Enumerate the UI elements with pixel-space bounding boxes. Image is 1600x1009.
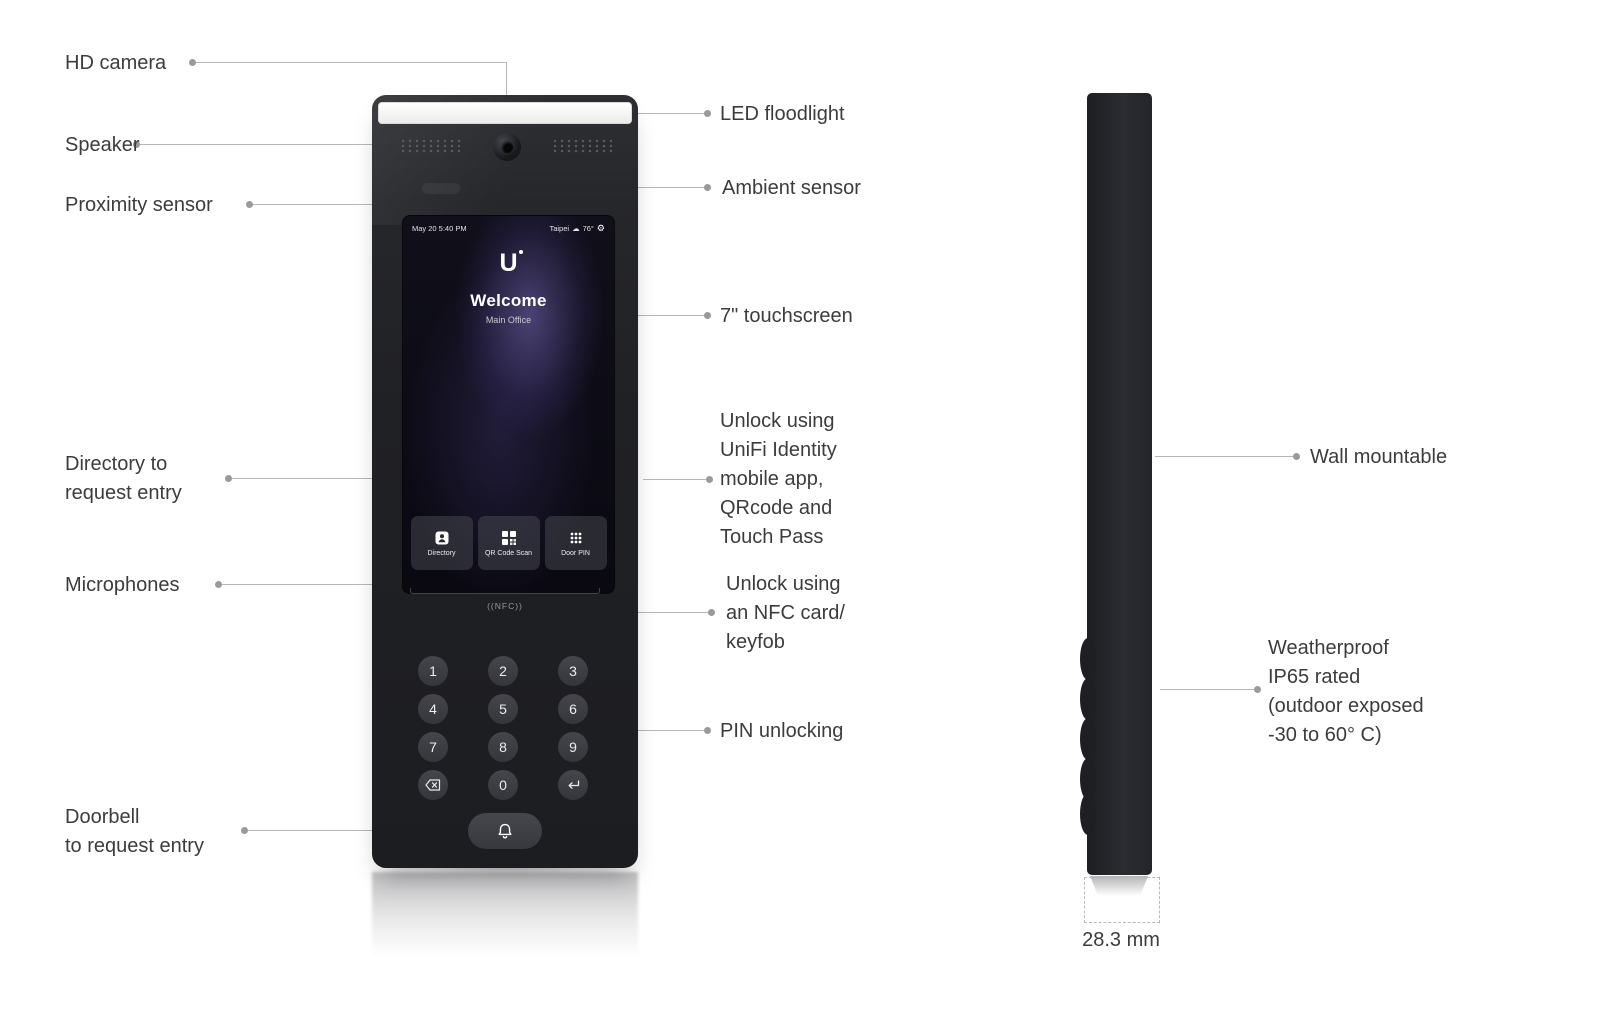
thickness-dimension-label: 28.3 mm <box>1082 929 1160 951</box>
label-ambient-sensor: Ambient sensor <box>722 177 861 199</box>
leader-dot-proximity <box>246 201 253 208</box>
leader-line-microphones <box>222 584 410 585</box>
enter-icon <box>568 780 580 789</box>
directory-icon <box>435 531 448 544</box>
leader-dot-microphones <box>215 581 222 588</box>
status-city: Taipei <box>549 224 570 233</box>
leader-dot-directory <box>225 475 232 482</box>
screen-button-label: Door PIN <box>561 549 590 557</box>
label-doorbell-entry: Doorbell to request entry <box>65 806 204 857</box>
speaker-grille-left <box>402 139 460 153</box>
speaker-grille-right <box>554 139 612 153</box>
intercom-side-view <box>1080 93 1152 875</box>
keypad-key-8[interactable]: 8 <box>488 732 518 762</box>
screen-button-label: Directory <box>427 549 456 557</box>
side-keypad-bump <box>1080 758 1096 800</box>
keypad-key-5[interactable]: 5 <box>488 694 518 724</box>
leader-line-pin <box>612 730 707 731</box>
microphone-slot <box>410 588 600 594</box>
screen-button-qr-code-scan[interactable]: QR Code Scan <box>477 516 540 570</box>
label-unlock-identity: Unlock using UniFi Identity mobile app, … <box>720 410 837 548</box>
keypad-key-0[interactable]: 0 <box>488 770 518 800</box>
label-led-floodlight: LED floodlight <box>720 103 845 125</box>
screen-button-door-pin[interactable]: Door PIN <box>544 516 607 570</box>
label-microphones: Microphones <box>65 574 180 596</box>
weather-cloud-icon: ☁ <box>572 224 580 233</box>
leader-line-weatherproof <box>1160 689 1257 690</box>
qr-code-icon <box>501 530 516 545</box>
leader-dot-hd-camera <box>189 59 196 66</box>
unifi-logo-dot <box>518 250 523 254</box>
leader-dot-unlock-identity <box>706 476 713 483</box>
leader-dot-unlock-nfc <box>708 609 715 616</box>
doorbell-bell-icon <box>498 823 512 839</box>
side-keypad-bump <box>1080 718 1096 760</box>
keypad-key-3[interactable]: 3 <box>558 656 588 686</box>
keypad-key-2[interactable]: 2 <box>488 656 518 686</box>
leader-line-unlock-identity <box>643 479 709 480</box>
welcome-text: Welcome <box>470 291 547 310</box>
pin-keypad: 1 2 3 4 5 6 7 8 9 0 <box>418 656 588 800</box>
ambient-sensor-window <box>532 151 539 158</box>
backspace-icon <box>425 779 441 791</box>
label-weatherproof: Weatherproof IP65 rated (outdoor exposed… <box>1268 637 1424 746</box>
leader-dot-pin <box>704 727 711 734</box>
keypad-grid-icon <box>570 532 581 543</box>
intercom-front-view: May 20 5:40 PM Taipei ☁ 76° ⚙ U Welcome … <box>372 95 638 868</box>
doorbell-button[interactable] <box>468 813 542 849</box>
unifi-logo: U <box>403 249 614 278</box>
nfc-reader-label: ((NFC)) <box>487 601 523 611</box>
hd-camera-lens <box>493 133 521 161</box>
keypad-key-9[interactable]: 9 <box>558 732 588 762</box>
screen-app-row: Directory QR Code Scan Door PIN <box>403 516 614 570</box>
label-pin-unlocking: PIN unlocking <box>720 720 844 742</box>
label-proximity-sensor: Proximity sensor <box>65 194 213 216</box>
leader-line-doorbell <box>248 830 462 831</box>
settings-gear-icon[interactable]: ⚙ <box>596 223 605 233</box>
keypad-key-1[interactable]: 1 <box>418 656 448 686</box>
leader-line-touchscreen <box>578 315 707 316</box>
label-directory-entry: Directory to request entry <box>65 453 182 504</box>
screen-button-directory[interactable]: Directory <box>410 516 473 570</box>
label-touchscreen: 7" touchscreen <box>720 305 853 327</box>
leader-dot-weatherproof <box>1254 686 1261 693</box>
leader-dot-ambient <box>704 184 711 191</box>
leader-line-led-floodlight <box>607 113 707 114</box>
side-keypad-bump <box>1080 678 1096 720</box>
led-floodlight-bar <box>378 102 632 124</box>
screen-button-label: QR Code Scan <box>484 549 533 557</box>
label-hd-camera: HD camera <box>65 52 167 74</box>
leader-line-wall-mountable <box>1155 456 1296 457</box>
keypad-key-backspace[interactable] <box>418 770 448 800</box>
keypad-key-enter[interactable] <box>558 770 588 800</box>
leader-dot-doorbell <box>241 827 248 834</box>
leader-dot-wall-mountable <box>1293 453 1300 460</box>
thickness-dimension-box <box>1084 877 1160 923</box>
status-datetime: May 20 5:40 PM <box>412 224 467 233</box>
leader-line-directory <box>232 478 428 479</box>
leader-line-proximity <box>252 204 440 205</box>
site-name-text: Main Office <box>485 315 532 325</box>
leader-line-hd-camera <box>196 62 506 63</box>
keypad-key-4[interactable]: 4 <box>418 694 448 724</box>
keypad-key-6[interactable]: 6 <box>558 694 588 724</box>
leader-dot-speaker <box>133 141 140 148</box>
proximity-sensor-window <box>422 183 460 194</box>
keypad-key-7[interactable]: 7 <box>418 732 448 762</box>
label-speaker: Speaker <box>65 134 140 156</box>
label-unlock-nfc: Unlock using an NFC card/ keyfob <box>726 573 845 653</box>
label-wall-mountable: Wall mountable <box>1310 446 1448 468</box>
leader-dot-touchscreen <box>704 312 711 319</box>
camera-inner-lens <box>501 141 513 153</box>
screen-status-bar: May 20 5:40 PM Taipei ☁ 76° ⚙ <box>403 223 614 234</box>
leader-dot-led-floodlight <box>704 110 711 117</box>
status-temperature: 76° <box>582 224 594 233</box>
side-keypad-bump <box>1080 638 1096 680</box>
side-device-shadow <box>1090 876 1148 896</box>
leader-line-speaker <box>140 144 402 145</box>
side-keypad-bump <box>1080 793 1096 835</box>
touchscreen-display[interactable]: May 20 5:40 PM Taipei ☁ 76° ⚙ U Welcome … <box>402 215 615 594</box>
front-device-reflection <box>372 872 638 977</box>
unifi-logo-letter: U <box>499 249 518 277</box>
